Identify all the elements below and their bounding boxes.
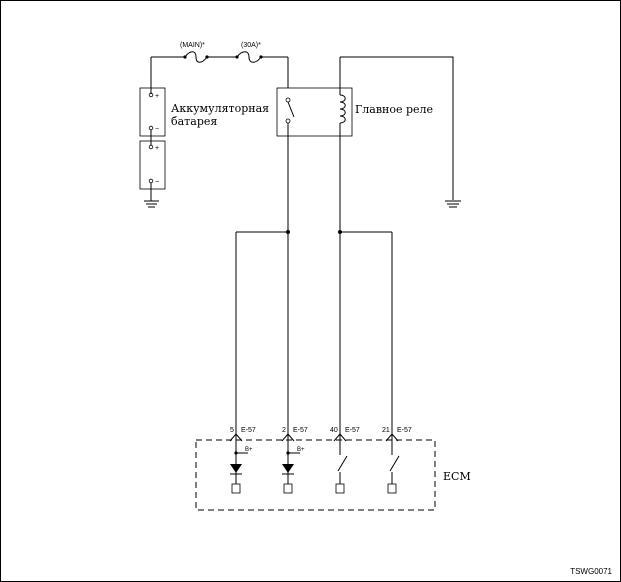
ecm-label: ECM [443, 470, 471, 483]
bplus-label: B+ [297, 447, 305, 453]
terminal-box [387, 483, 397, 494]
main-relay: Главное реле [276, 56, 454, 232]
battery-minus-upper: − [155, 126, 159, 133]
battery-ground-icon [144, 200, 159, 208]
connector-name-label: E-57 [397, 427, 412, 434]
fuse-30a: (30A)* [235, 42, 263, 63]
connector-pin-label: 5 [230, 427, 234, 434]
relay-switch-contact [287, 101, 295, 118]
relay-coil-icon [339, 94, 346, 124]
connector-name-label: E-57 [345, 427, 360, 434]
battery: + − + − Аккумуляторная батарея [139, 87, 269, 201]
battery-label-line1: Аккумуляторная [171, 102, 269, 115]
connector-name-label: E-57 [293, 427, 308, 434]
main-relay-label: Главное реле [355, 103, 433, 116]
relay-ground-icon [445, 200, 461, 208]
main-fuse-label: (MAIN)* [180, 42, 205, 49]
terminal-box [283, 483, 293, 494]
connector-pin-21: 21 E-57 [382, 425, 412, 494]
diode-icon [282, 464, 294, 473]
connector-name-label: E-57 [241, 427, 256, 434]
connector-pin-label: 40 [330, 427, 338, 434]
fuse-30a-label: (30A)* [241, 42, 261, 49]
battery-minus-lower: − [155, 179, 159, 186]
battery-plus-lower: + [155, 145, 159, 152]
connector-pin-5: 5 E-57 B+ [229, 425, 256, 494]
terminal-box [335, 483, 345, 494]
battery-cell-upper [139, 87, 166, 137]
connector-pin-label: 21 [382, 427, 390, 434]
terminal-box [231, 483, 241, 494]
switch-contact-icon [389, 455, 400, 472]
bplus-label: B+ [245, 447, 253, 453]
battery-plus-upper: + [155, 93, 159, 100]
top-supply-line [150, 56, 289, 88]
ecm-box [195, 439, 436, 511]
relay-ground-wire [340, 56, 454, 200]
main-relay-box [276, 87, 353, 137]
distribution-wires [235, 230, 393, 425]
battery-cell-lower [139, 140, 166, 190]
connector-pin-label: 2 [282, 427, 286, 434]
switch-contact-icon [337, 455, 348, 472]
figure-id: TSWG0071 [570, 567, 612, 576]
battery-label-line2: батарея [171, 115, 217, 128]
connector-pin-2: 2 E-57 B+ [281, 425, 308, 494]
diode-icon [230, 464, 242, 473]
connector-pin-40: 40 E-57 [330, 425, 360, 494]
main-fuse: (MAIN)* [180, 42, 209, 63]
